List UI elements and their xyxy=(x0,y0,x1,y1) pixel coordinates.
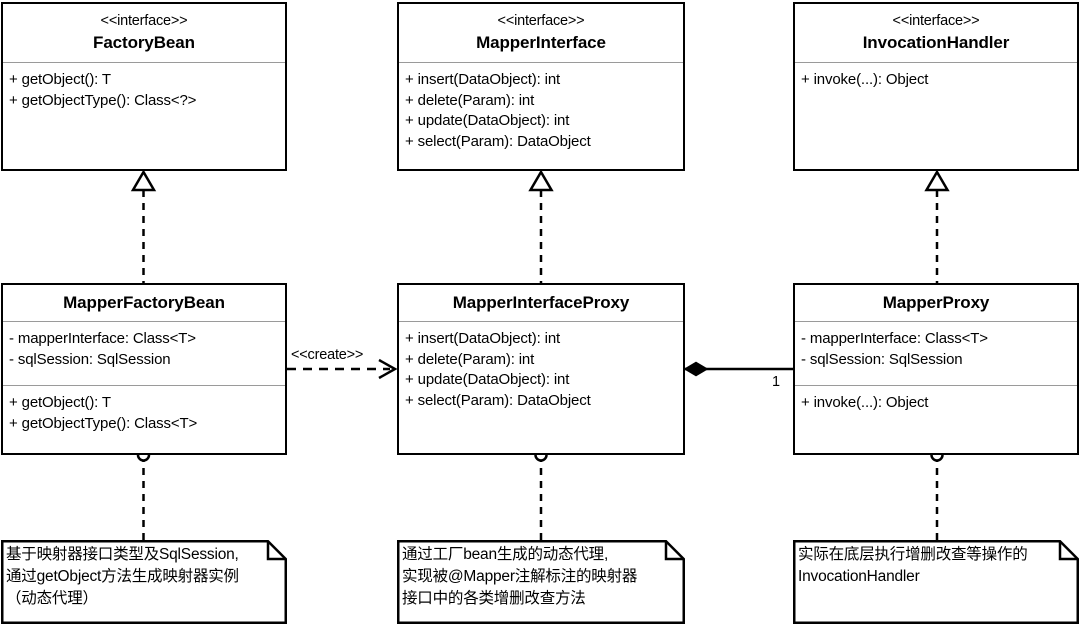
mapper-factory-bean-methods: + getObject(): T + getObjectType(): Clas… xyxy=(3,385,285,455)
note-proxy[interactable]: 通过工厂bean生成的动态代理, 实现被@Mapper注解标注的映射器 接口中的… xyxy=(397,540,685,624)
note-anchor-mapperproxy xyxy=(930,448,944,541)
factory-bean-stereotype: <<interface>> xyxy=(100,13,188,29)
note-factory-bean-text: 基于映射器接口类型及SqlSession, 通过getObject方法生成映射器… xyxy=(6,546,239,607)
class-box-invocation-handler[interactable]: <<interface>> InvocationHandler + invoke… xyxy=(793,2,1079,171)
mapper-interface-stereotype: <<interface>> xyxy=(497,13,585,29)
note-shape-icon xyxy=(793,540,1079,624)
member-row: + select(Param): DataObject xyxy=(405,132,591,150)
member-row: + getObject(): T xyxy=(9,71,111,88)
invocation-handler-methods: + invoke(...): Object xyxy=(795,62,1077,170)
mapper-interface-proxy-name: MapperInterfaceProxy xyxy=(452,293,630,312)
invocation-handler-name: InvocationHandler xyxy=(862,33,1010,52)
member-row: + getObjectType(): Class<?> xyxy=(9,91,197,109)
factory-bean-methods: + getObject(): T + getObjectType(): Clas… xyxy=(3,62,285,170)
member-row: + delete(Param): int xyxy=(405,350,535,368)
member-row: - mapperInterface: Class<T> xyxy=(801,330,988,347)
member-row: + getObjectType(): Class<T> xyxy=(9,414,198,432)
member-row: + update(DataObject): int xyxy=(405,112,570,129)
member-row: + select(Param): DataObject xyxy=(405,391,591,409)
mapper-interface-name: MapperInterface xyxy=(476,33,606,52)
mapper-factory-bean-attributes: - mapperInterface: Class<T> - sqlSession… xyxy=(3,321,285,385)
factory-bean-header: <<interface>> FactoryBean xyxy=(3,4,285,62)
class-box-mapper-interface-proxy[interactable]: MapperInterfaceProxy + insert(DataObject… xyxy=(397,283,685,455)
mapper-proxy-header: MapperProxy xyxy=(795,285,1077,321)
mapper-interface-methods: + insert(DataObject): int + delete(Param… xyxy=(399,62,683,170)
member-row: + delete(Param): int xyxy=(405,91,535,109)
class-box-mapper-proxy[interactable]: MapperProxy - mapperInterface: Class<T> … xyxy=(793,283,1079,455)
invocation-handler-header: <<interface>> InvocationHandler xyxy=(795,4,1077,62)
note-proxy-text: 通过工厂bean生成的动态代理, 实现被@Mapper注解标注的映射器 接口中的… xyxy=(402,546,638,607)
member-row: + invoke(...): Object xyxy=(801,71,929,88)
mapper-proxy-methods: + invoke(...): Object xyxy=(795,385,1077,455)
note-anchor-proxy xyxy=(534,448,548,541)
note-anchor-factorybean xyxy=(136,448,151,541)
mapper-factory-bean-name: MapperFactoryBean xyxy=(63,293,225,312)
create-dependency-label: <<create>> xyxy=(291,347,364,363)
note-shape-icon xyxy=(1,540,287,624)
composition-multiplicity-label: 1 xyxy=(772,374,780,390)
mapper-interface-header: <<interface>> MapperInterface xyxy=(399,4,683,62)
member-row: - sqlSession: SqlSession xyxy=(801,350,963,368)
class-box-mapper-interface[interactable]: <<interface>> MapperInterface + insert(D… xyxy=(397,2,685,171)
mapper-interface-proxy-header: MapperInterfaceProxy xyxy=(399,285,683,321)
invocation-handler-stereotype: <<interface>> xyxy=(892,13,980,29)
class-box-factory-bean[interactable]: <<interface>> FactoryBean + getObject():… xyxy=(1,2,287,171)
mapper-interface-proxy-methods: + insert(DataObject): int + delete(Param… xyxy=(399,321,683,455)
member-row: + invoke(...): Object xyxy=(801,394,929,411)
member-row: + getObject(): T xyxy=(9,394,111,411)
realization-invocationhandler xyxy=(924,169,950,283)
member-row: + insert(DataObject): int xyxy=(405,71,561,88)
note-mapper-proxy-text: 实际在底层执行增删改查等操作的 InvocationHandler xyxy=(798,546,1028,585)
realization-mapperinterface xyxy=(528,169,554,283)
realization-factorybean xyxy=(130,169,157,283)
member-row: + update(DataObject): int xyxy=(405,371,570,388)
mapper-proxy-name: MapperProxy xyxy=(882,293,990,312)
note-shape-icon xyxy=(397,540,685,624)
mapper-factory-bean-header: MapperFactoryBean xyxy=(3,285,285,321)
note-mapper-proxy[interactable]: 实际在底层执行增删改查等操作的 InvocationHandler xyxy=(793,540,1079,624)
factory-bean-name: FactoryBean xyxy=(93,33,195,52)
mapper-proxy-attributes: - mapperInterface: Class<T> - sqlSession… xyxy=(795,321,1077,385)
class-box-mapper-factory-bean[interactable]: MapperFactoryBean - mapperInterface: Cla… xyxy=(1,283,287,455)
note-factory-bean[interactable]: 基于映射器接口类型及SqlSession, 通过getObject方法生成映射器… xyxy=(1,540,287,624)
member-row: + insert(DataObject): int xyxy=(405,330,561,347)
member-row: - mapperInterface: Class<T> xyxy=(9,330,196,347)
member-row: - sqlSession: SqlSession xyxy=(9,350,171,368)
